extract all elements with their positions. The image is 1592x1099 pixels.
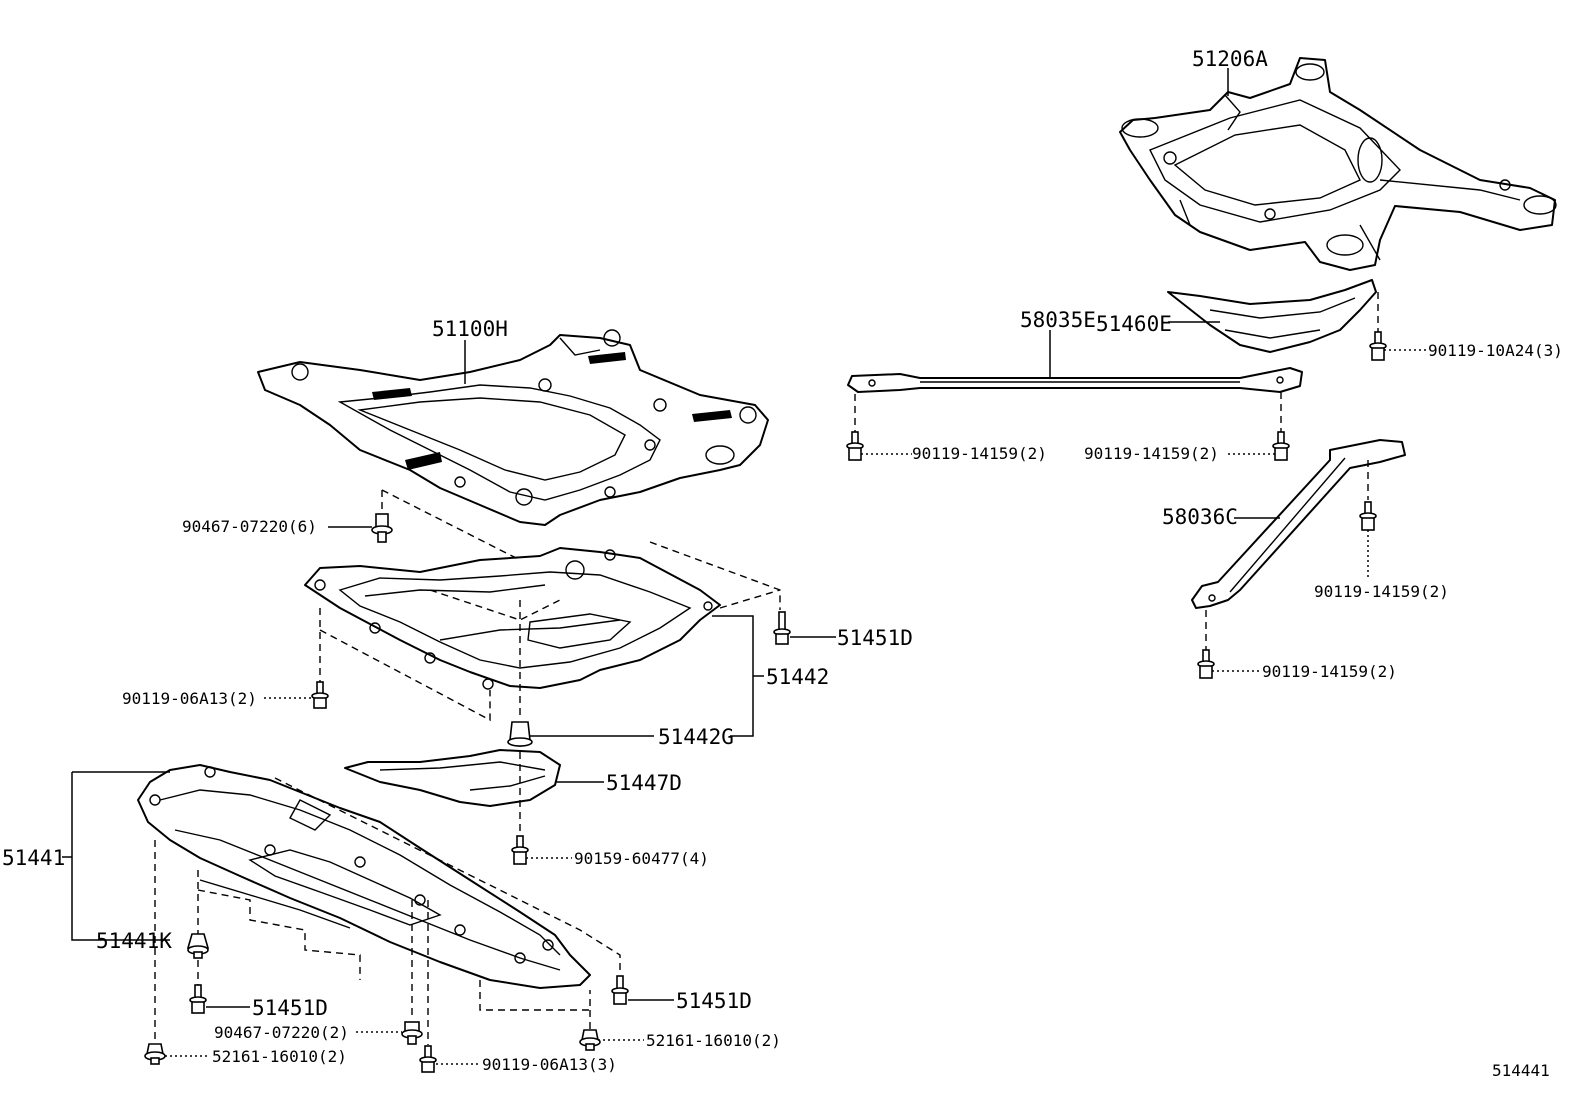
leader-lines bbox=[62, 68, 1428, 1065]
bolt-90119-14159-brace-upper[interactable] bbox=[1359, 501, 1377, 531]
bolt-90119-14159-stay-left[interactable] bbox=[846, 431, 864, 461]
label-90119-06a13-lower: 90119-06A13(3) bbox=[482, 1055, 617, 1074]
label-51441: 51441 bbox=[2, 846, 65, 870]
front-suspension-member-51100h[interactable] bbox=[257, 329, 769, 526]
assembly-guide-lines bbox=[154, 292, 1379, 1045]
clip-51441k[interactable] bbox=[186, 933, 210, 959]
clip-52161-16010-left[interactable] bbox=[144, 1043, 166, 1065]
clip-52161-16010-right[interactable] bbox=[579, 1029, 601, 1051]
brace-51460e[interactable] bbox=[1167, 279, 1377, 353]
bolt-51451d-upper[interactable] bbox=[773, 611, 791, 645]
bolt-51451d-right[interactable] bbox=[611, 975, 629, 1005]
brace-58036c[interactable] bbox=[1191, 439, 1406, 609]
bolt-90119-10a24[interactable] bbox=[1369, 331, 1387, 361]
insulator-51447d[interactable] bbox=[344, 749, 561, 807]
rear-suspension-member-51206a[interactable] bbox=[1119, 57, 1557, 271]
label-51206a: 51206A bbox=[1192, 47, 1268, 71]
figure-id: 514441 bbox=[1492, 1061, 1550, 1080]
label-90119-06a13-left: 90119-06A13(2) bbox=[122, 689, 257, 708]
label-51451d-left: 51451D bbox=[252, 996, 328, 1020]
bolt-90467-07220-lower[interactable] bbox=[401, 1021, 423, 1045]
bolt-90119-06a13-lower[interactable] bbox=[419, 1045, 437, 1073]
under-cover-51441[interactable] bbox=[137, 764, 591, 989]
label-51451d-upper: 51451D bbox=[837, 626, 913, 650]
stay-58035e[interactable] bbox=[847, 367, 1303, 393]
label-90119-14159-stay-left: 90119-14159(2) bbox=[912, 444, 1047, 463]
label-90159-60477: 90159-60477(4) bbox=[574, 849, 709, 868]
label-51442g: 51442G bbox=[658, 725, 734, 749]
label-90467-07220-upper: 90467-07220(6) bbox=[182, 517, 317, 536]
label-52161-16010-right: 52161-16010(2) bbox=[646, 1031, 781, 1050]
under-cover-51442[interactable] bbox=[304, 547, 721, 690]
label-51451d-right: 51451D bbox=[676, 989, 752, 1013]
bolt-51451d-left[interactable] bbox=[189, 984, 207, 1014]
bolt-90119-14159-brace-lower[interactable] bbox=[1197, 649, 1215, 679]
label-58036c: 58036C bbox=[1162, 505, 1238, 529]
label-51460e: 51460E bbox=[1096, 312, 1172, 336]
label-90119-14159-brace-upper: 90119-14159(2) bbox=[1314, 582, 1449, 601]
label-58035e: 58035E bbox=[1020, 308, 1096, 332]
bolt-90119-14159-stay-right[interactable] bbox=[1272, 431, 1290, 461]
bolt-90159-60477[interactable] bbox=[511, 835, 529, 865]
label-52161-16010-left: 52161-16010(2) bbox=[212, 1047, 347, 1066]
label-90119-10a24: 90119-10A24(3) bbox=[1428, 341, 1563, 360]
bolt-90119-06a13-left[interactable] bbox=[311, 681, 329, 709]
bolt-90467-07220-upper[interactable] bbox=[371, 513, 393, 543]
label-51447d: 51447D bbox=[606, 771, 682, 795]
label-90119-14159-brace-lower: 90119-14159(2) bbox=[1262, 662, 1397, 681]
label-90119-14159-stay-right: 90119-14159(2) bbox=[1084, 444, 1219, 463]
label-51441k: 51441K bbox=[96, 929, 172, 953]
label-51100h: 51100H bbox=[432, 317, 508, 341]
label-51442: 51442 bbox=[766, 665, 829, 689]
clip-51442g[interactable] bbox=[507, 721, 533, 747]
label-90467-07220-lower: 90467-07220(2) bbox=[214, 1023, 349, 1042]
